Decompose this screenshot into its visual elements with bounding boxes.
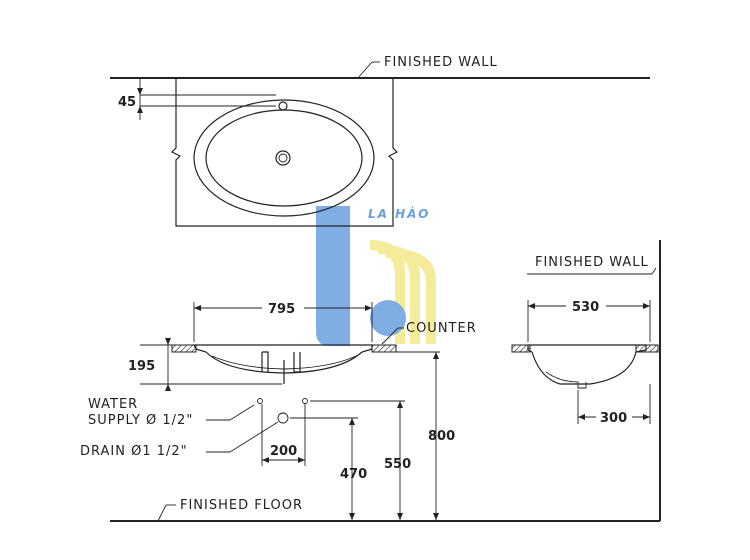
faucet-hole	[278, 101, 288, 111]
finished-wall-top-label: FINISHED WALL	[384, 55, 498, 70]
side-basin-section	[527, 344, 647, 385]
dim-795: 795	[268, 302, 295, 317]
counter-label: COUNTER	[406, 321, 477, 336]
dim-45: 45	[118, 95, 136, 110]
drain-point	[277, 412, 289, 424]
dim-300: 300	[600, 411, 627, 426]
dim-550: 550	[384, 457, 411, 472]
finished-wall-right-label: FINISHED WALL	[535, 255, 649, 270]
side-elevation	[511, 240, 661, 521]
basin-rim	[193, 99, 375, 217]
dim-470: 470	[340, 467, 367, 482]
counter-outline	[170, 78, 399, 227]
rough-in-points	[206, 351, 440, 520]
watermark-logo	[316, 206, 436, 346]
water-supply-label-1: WATER	[88, 397, 138, 412]
dim-195: 195	[128, 359, 155, 374]
dim-800: 800	[428, 429, 455, 444]
dim-530: 530	[572, 300, 599, 315]
front-elevation	[140, 302, 404, 391]
drain-label: DRAIN Ø1 1/2"	[80, 444, 188, 459]
plan-view	[110, 61, 650, 227]
water-supply-label-2: SUPPLY Ø 1/2"	[88, 413, 193, 428]
drain-fitting	[261, 351, 301, 384]
finished-floor-label: FINISHED FLOOR	[180, 498, 303, 513]
dim-200: 200	[270, 444, 297, 459]
basin-bowl	[205, 109, 363, 207]
drain-hole	[275, 150, 291, 166]
watermark-text: LA HÀO	[368, 206, 430, 221]
